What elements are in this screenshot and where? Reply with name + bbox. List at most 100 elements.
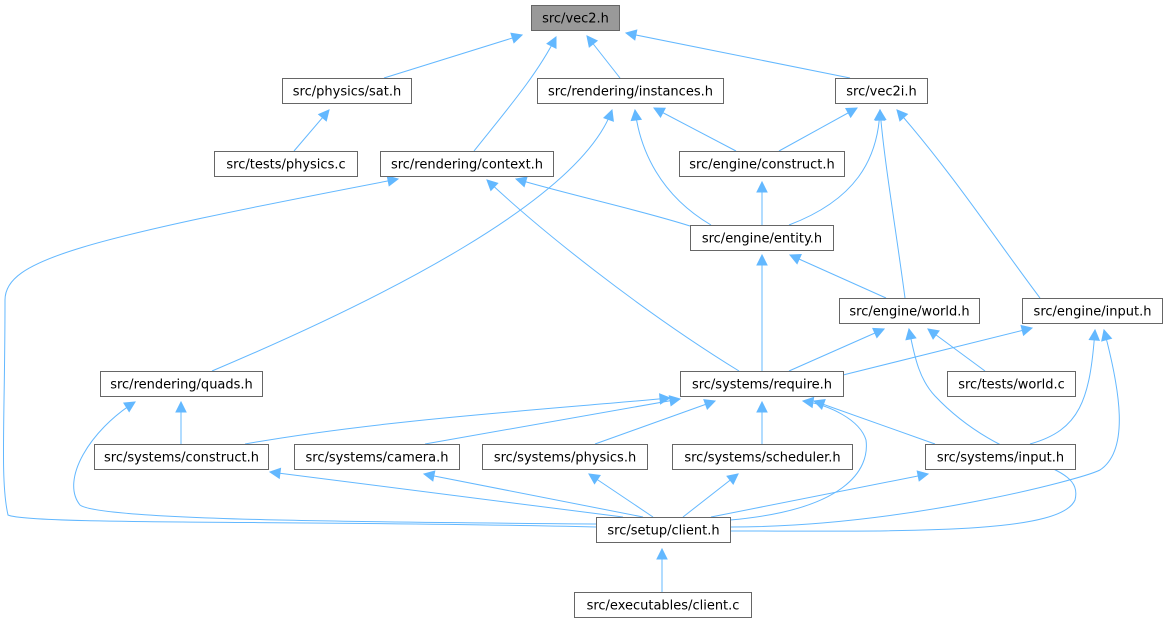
edges-layer [2, 29, 1120, 592]
edge-rendering_quads_h-to-rendering_instances_h [211, 108, 614, 372]
edge-line [1029, 329, 1096, 445]
node-systems-require-h[interactable]: src/systems/require.h [680, 371, 844, 397]
node-box [947, 371, 1076, 397]
node-box [679, 151, 845, 177]
node-box [574, 592, 752, 618]
node-systems-camera-h[interactable]: src/systems/camera.h [294, 444, 460, 470]
arrowhead [317, 109, 330, 122]
edge-setup_client_h-to-systems_require_h [729, 396, 867, 521]
arrowhead [630, 108, 643, 122]
node-box [537, 78, 724, 104]
edge-line [486, 179, 740, 372]
edge-executables_client_c-to-setup_client_h [656, 547, 668, 592]
node-engine-input-h[interactable]: src/engine/input.h [1022, 298, 1163, 324]
edge-setup_client_h-to-systems_physics_h [588, 473, 654, 518]
edge-line [842, 327, 1033, 376]
node-box [1022, 298, 1163, 324]
edge-setup_client_h-to-systems_input_h [710, 470, 930, 518]
edge-setup_client_h-to-rendering_context_h [2, 175, 597, 528]
edge-line [625, 32, 851, 79]
arrowhead [726, 473, 739, 486]
edge-engine_entity_h-to-engine_construct_h [756, 180, 768, 225]
node-vec2-h[interactable]: src/vec2.h [531, 5, 620, 31]
arrowhead [586, 35, 599, 48]
edge-line [244, 397, 671, 445]
edge-line [269, 471, 624, 518]
edge-line [710, 473, 929, 518]
node-executables-client-c[interactable]: src/executables/client.c [574, 592, 752, 618]
arrowhead [703, 399, 717, 411]
node-label: src/engine/input.h [1034, 305, 1152, 320]
arrowhead [916, 470, 930, 482]
edge-systems_require_h-to-engine_world_h [788, 327, 886, 372]
edge-line [788, 109, 881, 226]
nodes-layer: src/vec2.h src/physics/sat.h src/rendering… [94, 5, 1163, 618]
arrowhead [486, 179, 499, 192]
edge-line [424, 398, 681, 445]
edge-systems_camera_h-to-systems_require_h [424, 395, 682, 445]
node-label: src/vec2.h [542, 12, 609, 27]
node-box [839, 298, 980, 324]
edge-line [788, 328, 885, 372]
node-tests-world-c[interactable]: src/tests/world.c [947, 371, 1076, 397]
node-label: src/engine/entity.h [702, 232, 822, 247]
edge-systems_construct_h-to-systems_require_h [244, 393, 672, 445]
node-label: src/rendering/quads.h [110, 378, 253, 393]
edge-line [588, 473, 654, 518]
edge-engine_input_h-to-vec2i_h [896, 109, 1041, 299]
edge-engine_world_h-to-engine_entity_h [788, 253, 887, 299]
arrowhead [905, 327, 917, 341]
node-systems-scheduler-h[interactable]: src/systems/scheduler.h [672, 444, 853, 470]
edge-setup_client_h-to-rendering_quads_h [73, 401, 597, 525]
edge-line [653, 107, 737, 152]
edge-engine_entity_h-to-rendering_context_h [514, 176, 691, 227]
node-engine-entity-h[interactable]: src/engine/entity.h [690, 225, 834, 251]
arrowhead [268, 467, 282, 480]
edge-physics_sat_h-to-vec2_h [383, 32, 524, 79]
node-box [596, 517, 731, 543]
arrowhead [756, 180, 768, 193]
node-label: src/systems/require.h [692, 378, 832, 393]
node-label: src/vec2i.h [846, 85, 916, 100]
edge-line [789, 254, 887, 299]
node-rendering-context-h[interactable]: src/rendering/context.h [380, 151, 554, 177]
edge-systems_require_h-to-engine_input_h [842, 324, 1034, 376]
node-box [94, 444, 269, 470]
edge-systems_require_h-to-rendering_context_h [486, 179, 740, 372]
node-engine-world-h[interactable]: src/engine/world.h [839, 298, 980, 324]
edge-rendering_context_h-to-vec2_h [473, 36, 557, 152]
node-tests-physics-c[interactable]: src/tests/physics.c [214, 151, 358, 177]
arrowhead [175, 400, 187, 413]
node-vec2i-h[interactable]: src/vec2i.h [835, 78, 928, 104]
node-label: src/engine/world.h [849, 305, 969, 320]
node-engine-construct-h[interactable]: src/engine/construct.h [679, 151, 845, 177]
node-rendering-quads-h[interactable]: src/rendering/quads.h [100, 371, 263, 397]
edge-line [896, 109, 1041, 299]
edge-setup_client_h-to-systems_camera_h [422, 470, 644, 518]
node-systems-construct-h[interactable]: src/systems/construct.h [94, 444, 269, 470]
node-systems-input-h[interactable]: src/systems/input.h [925, 444, 1076, 470]
edge-systems_physics_h-to-systems_require_h [594, 399, 717, 445]
node-physics-sat-h[interactable]: src/physics/sat.h [282, 78, 412, 104]
node-label: src/systems/construct.h [104, 451, 259, 466]
arrowhead [386, 175, 400, 187]
node-box [531, 5, 620, 31]
edge-engine_world_h-to-vec2i_h [875, 108, 906, 299]
node-label: src/tests/world.c [958, 378, 1065, 393]
node-box [380, 151, 554, 177]
node-systems-physics-h[interactable]: src/systems/physics.h [482, 444, 648, 470]
node-setup-client-h[interactable]: src/setup/client.h [596, 517, 731, 543]
arrowhead [756, 253, 768, 266]
node-label: src/engine/construct.h [689, 158, 835, 173]
node-box [214, 151, 358, 177]
node-rendering-instances-h[interactable]: src/rendering/instances.h [537, 78, 724, 104]
node-box [294, 444, 460, 470]
arrowhead [801, 396, 815, 409]
arrowhead [123, 401, 136, 413]
node-label: src/rendering/context.h [391, 158, 543, 173]
edge-tests_world_c-to-engine_world_h [927, 328, 986, 372]
arrowhead [756, 400, 768, 413]
edge-tests_physics_c-to-physics_sat_h [293, 109, 330, 152]
edge-line [73, 401, 597, 525]
